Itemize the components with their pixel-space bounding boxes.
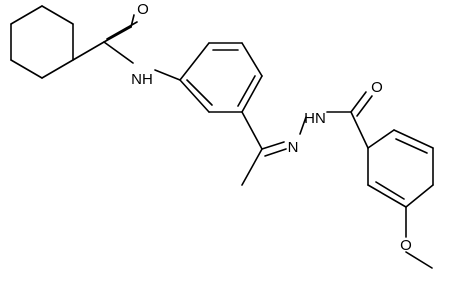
atom-label-nh-amide: NH [131,71,153,88]
atom-label-nitrogen-imine: N [288,139,299,156]
methoxyphenyl-ring [367,129,434,208]
atom-label-oxygen-carbonyl: O [371,79,383,96]
atom-label-oxygen-amide: O [137,1,149,18]
cyclohexanecarbonyl-bonds [72,14,138,64]
ethylidene-hydrazone-bonds [241,111,307,186]
central-benzene-ring [179,42,263,113]
cyclohexane-ring [10,5,74,79]
atom-label-hn-hydrazide: HN [304,110,326,127]
atom-labels: O NH HN N O O [131,1,412,254]
hydrazide-carbonyl-bonds [326,91,373,149]
methoxy-bonds [405,206,433,269]
amide-n-aryl-bond [154,69,181,81]
atom-label-oxygen-methoxy: O [400,237,412,254]
